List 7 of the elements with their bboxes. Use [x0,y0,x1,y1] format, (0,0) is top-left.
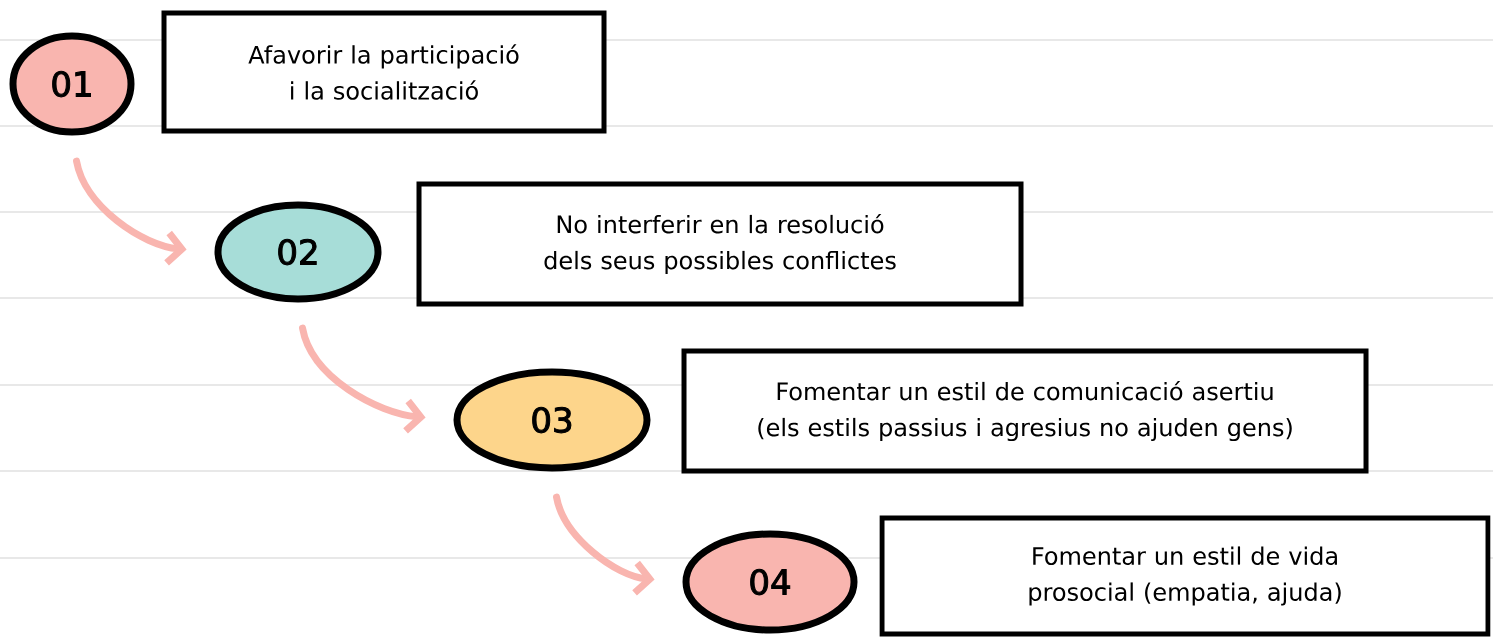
text-box: No interferir en la resolució dels seus possibles conflictes [416,181,1024,307]
arrow [299,324,426,434]
arrow [553,493,655,596]
text-box: Fomentar un estil de comunicació asertiu (els estils passius i agresius no ajuden gens) [681,348,1369,474]
arrow [73,157,187,266]
text-box: Fomentar un estil de vida prosocial (empatia, ajuda) [879,515,1491,637]
text-box: Afavorir la participació i la socialització [161,10,607,134]
